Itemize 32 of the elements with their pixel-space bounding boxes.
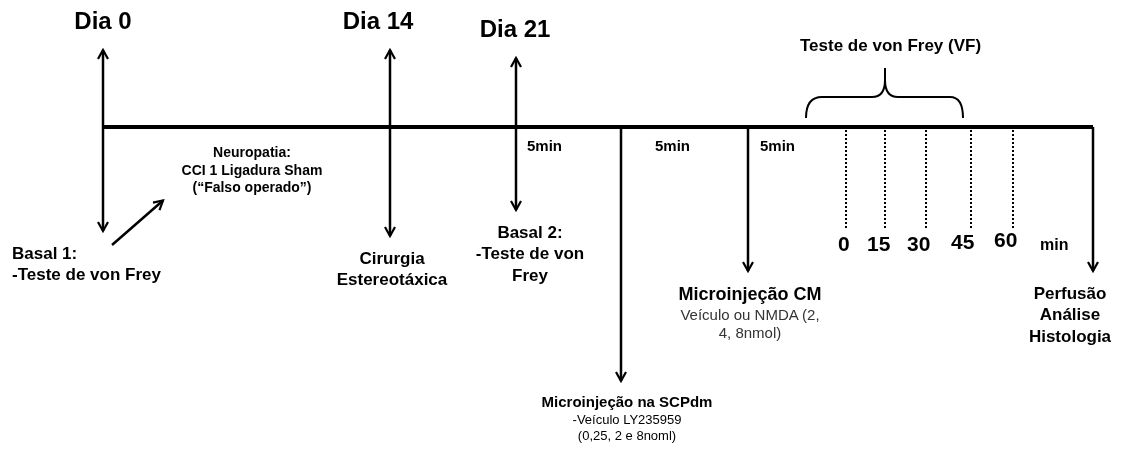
day-label: Dia 0 (58, 6, 148, 36)
arrow (741, 127, 755, 273)
double-arrow (96, 48, 110, 233)
tick-label: 30 (907, 232, 931, 256)
step-text: -Teste de von Frey (474, 243, 586, 286)
step-text: Veículo ou NMDA (2, 4, 8nmol) (680, 305, 820, 343)
step-label: Cirurgia Estereotáxica (322, 248, 462, 291)
tick-label: 60 (994, 228, 1018, 252)
unit-label: min (1040, 236, 1069, 254)
step-heading: Neuropatia: (212, 144, 292, 162)
step-heading: Basal 1: (12, 243, 79, 265)
interval-label: 5min (527, 137, 562, 154)
tick-label: 15 (867, 232, 891, 256)
step-label: Perfusão Análise Histologia (1020, 283, 1120, 347)
double-arrow (383, 48, 397, 238)
group-label: Teste de von Frey (VF) (800, 36, 982, 56)
arrow (614, 127, 628, 383)
step-text: CCI 1 Ligadura Sham (“Falso operado”) (180, 161, 324, 197)
day-label: Dia 21 (465, 14, 565, 44)
arrow (111, 199, 165, 246)
arrow (1086, 127, 1100, 273)
step-text: -Teste de von Frey (12, 264, 162, 286)
tick-label: 45 (951, 230, 975, 254)
step-text: -Veículo LY235959 (0,25, 2 e 8noml) (571, 411, 683, 445)
interval-label: 5min (655, 137, 690, 154)
double-arrow (509, 56, 523, 212)
step-heading: Microinjeção CM (677, 283, 823, 306)
step-heading: Basal 2: (496, 222, 564, 244)
tick-label: 0 (838, 232, 850, 256)
step-heading: Microinjeção na SCPdm (540, 393, 714, 412)
day-label: Dia 14 (328, 6, 428, 36)
interval-label: 5min (760, 137, 795, 154)
